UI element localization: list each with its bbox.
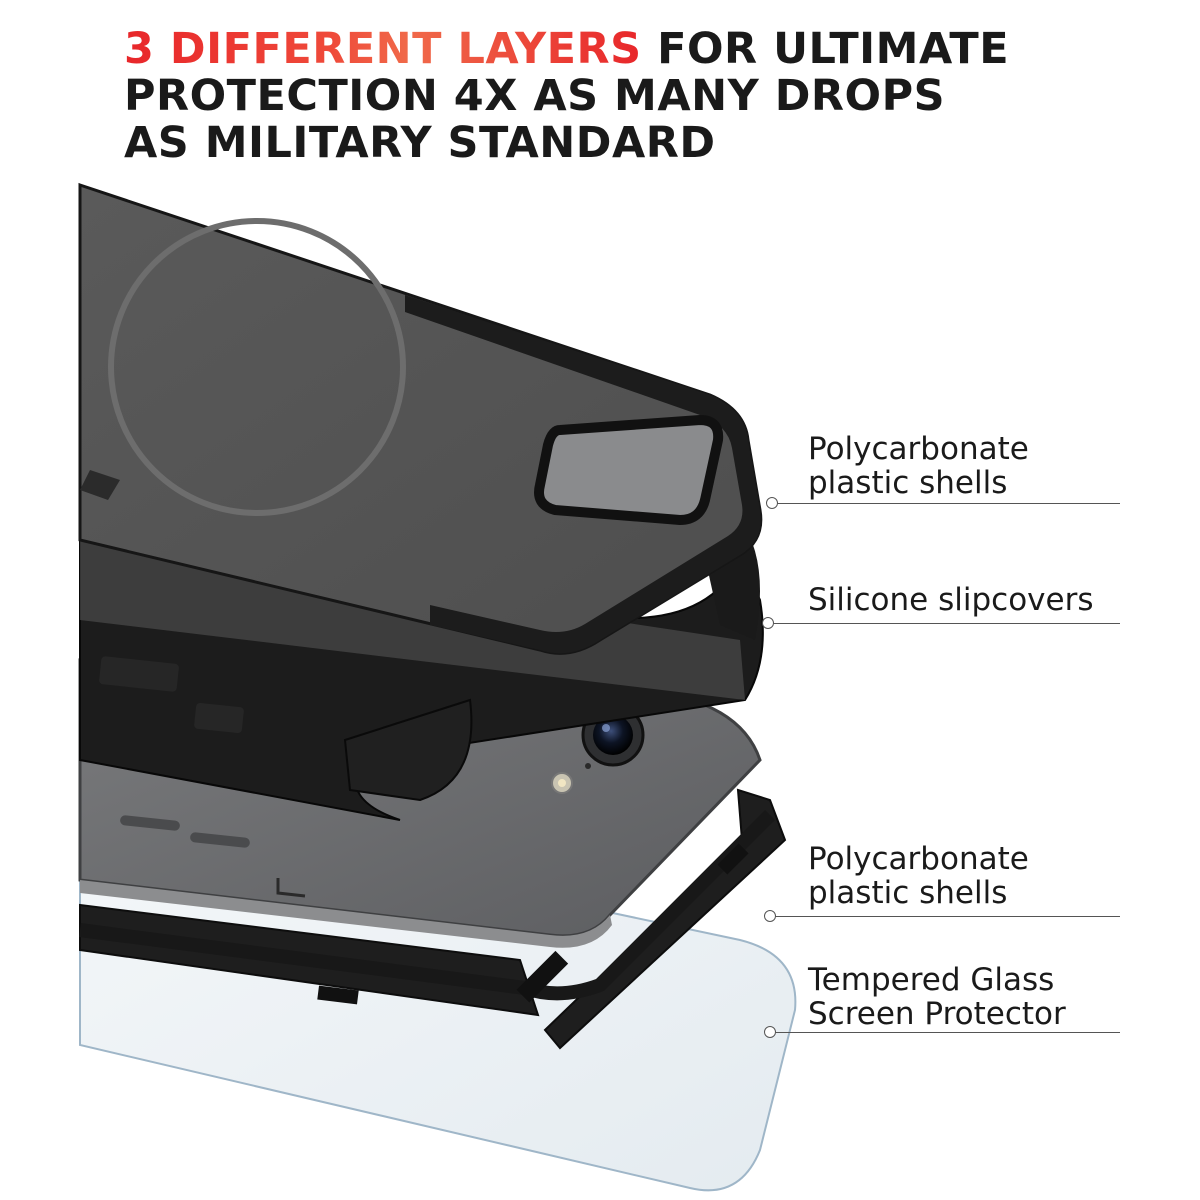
leader-dot <box>766 497 778 509</box>
headline: 3 DIFFERENT LAYERS FOR ULTIMATE PROTECTI… <box>124 26 1124 167</box>
leader-line <box>773 623 1120 624</box>
callout-label-line-1: Polycarbonate <box>808 841 1029 877</box>
headline-line-2: PROTECTION 4X AS MANY DROPS <box>124 71 946 121</box>
callout-label-line-2: Screen Protector <box>808 996 1066 1032</box>
callout-label-line-1: Silicone slipcovers <box>808 582 1094 618</box>
leader-line <box>777 503 1120 504</box>
callout-silicone: Silicone slipcovers <box>808 583 1093 617</box>
callout-polycarbonate-bottom: Polycarbonate plastic shells <box>808 842 1029 910</box>
callout-label-line-1: Tempered Glass <box>808 962 1055 998</box>
leader-line <box>775 1032 1120 1033</box>
leader-dot <box>764 910 776 922</box>
magsafe-ring-icon <box>108 218 406 516</box>
callout-label-line-2: plastic shells <box>808 465 1008 501</box>
leader-dot <box>762 617 774 629</box>
callout-polycarbonate-top: Polycarbonate plastic shells <box>808 432 1029 500</box>
camera-cutout <box>534 415 724 525</box>
headline-line-1: 3 DIFFERENT LAYERS FOR ULTIMATE <box>124 26 1124 73</box>
leader-dot <box>764 1026 776 1038</box>
headline-accent: 3 DIFFERENT LAYERS <box>124 24 642 74</box>
callout-label-line-1: Polycarbonate <box>808 431 1029 467</box>
headline-line-3: AS MILITARY STANDARD <box>124 118 716 168</box>
callout-label-line-2: plastic shells <box>808 875 1008 911</box>
headline-line-1-rest: FOR ULTIMATE <box>641 24 1010 74</box>
leader-line <box>775 916 1120 917</box>
callout-tempered-glass: Tempered Glass Screen Protector <box>808 963 1066 1031</box>
